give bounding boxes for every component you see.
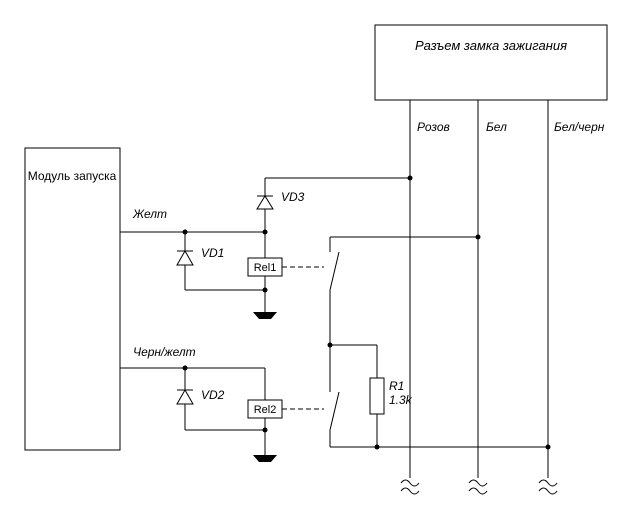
wire-black-yellow: Черн/желт [120,345,265,369]
wire-break-icon [538,487,558,495]
rel1-label: Rel1 [254,262,277,274]
ground-icon [253,312,277,319]
relay2-contact [282,345,340,447]
junction-dot-icon [262,427,268,433]
wire-yellow-label: Желт [132,207,167,221]
relay2-coil: Rel2 [247,368,283,462]
diode-vd1: VD1 [176,232,265,291]
relay1-contact [282,236,478,345]
wire-break-icon [468,487,488,495]
start-module-outline [24,147,121,451]
relay-contact-icon [329,391,340,431]
junction-dot-icon [475,234,481,240]
junction-dot-icon [182,365,188,371]
wire-white-black: Бел/черн [538,100,605,495]
wire-white-label: Бел [486,120,507,134]
diode-vd3: VD3 [256,177,410,232]
ground-icon [253,455,277,462]
junction-dot-icon [374,444,380,450]
diode-icon [256,195,274,210]
junction-dot-icon [262,229,268,235]
wire-break-icon [400,479,420,487]
junction-dot-icon [262,287,268,293]
wire-pink-label: Розов [417,120,450,134]
resistor-r1: R1 1.3k [330,344,413,447]
wire-break-icon [468,479,488,487]
ignition-connector-label: Разъем замка зажигания [415,38,567,53]
wire-break-icon [400,487,420,495]
start-module-box: Модуль запуска [24,147,121,451]
r1-label: R1 [389,379,404,393]
wire-white: Бел [468,100,507,495]
wire-white-black-label: Бел/черн [554,120,605,134]
wire-black-yellow-label: Черн/желт [133,345,196,359]
diode-icon [176,388,194,405]
ignition-connector-box: Разъем замка зажигания [374,24,608,101]
junction-dot-icon [182,229,188,235]
junction-dot-icon [407,175,413,181]
vd3-label: VD3 [281,190,305,204]
resistor-icon [369,377,385,415]
junction-dots [182,175,551,450]
diode-vd2: VD2 [176,368,265,431]
junction-dot-icon [545,444,551,450]
diode-icon [176,249,194,266]
start-module-label: Модуль запуска [28,169,117,183]
relay-contact-icon [329,251,340,291]
vd1-label: VD1 [201,246,224,260]
rel2-label: Rel2 [254,404,277,416]
relay1-coil: Rel1 [247,232,283,319]
vd2-label: VD2 [201,388,225,402]
ignition-connector-outline [374,24,608,101]
junction-dot-icon [327,342,333,348]
r1-value-label: 1.3k [389,393,413,407]
wire-yellow: Желт [120,207,265,233]
wire-pink: Розов [400,100,450,495]
wire-break-icon [538,479,558,487]
